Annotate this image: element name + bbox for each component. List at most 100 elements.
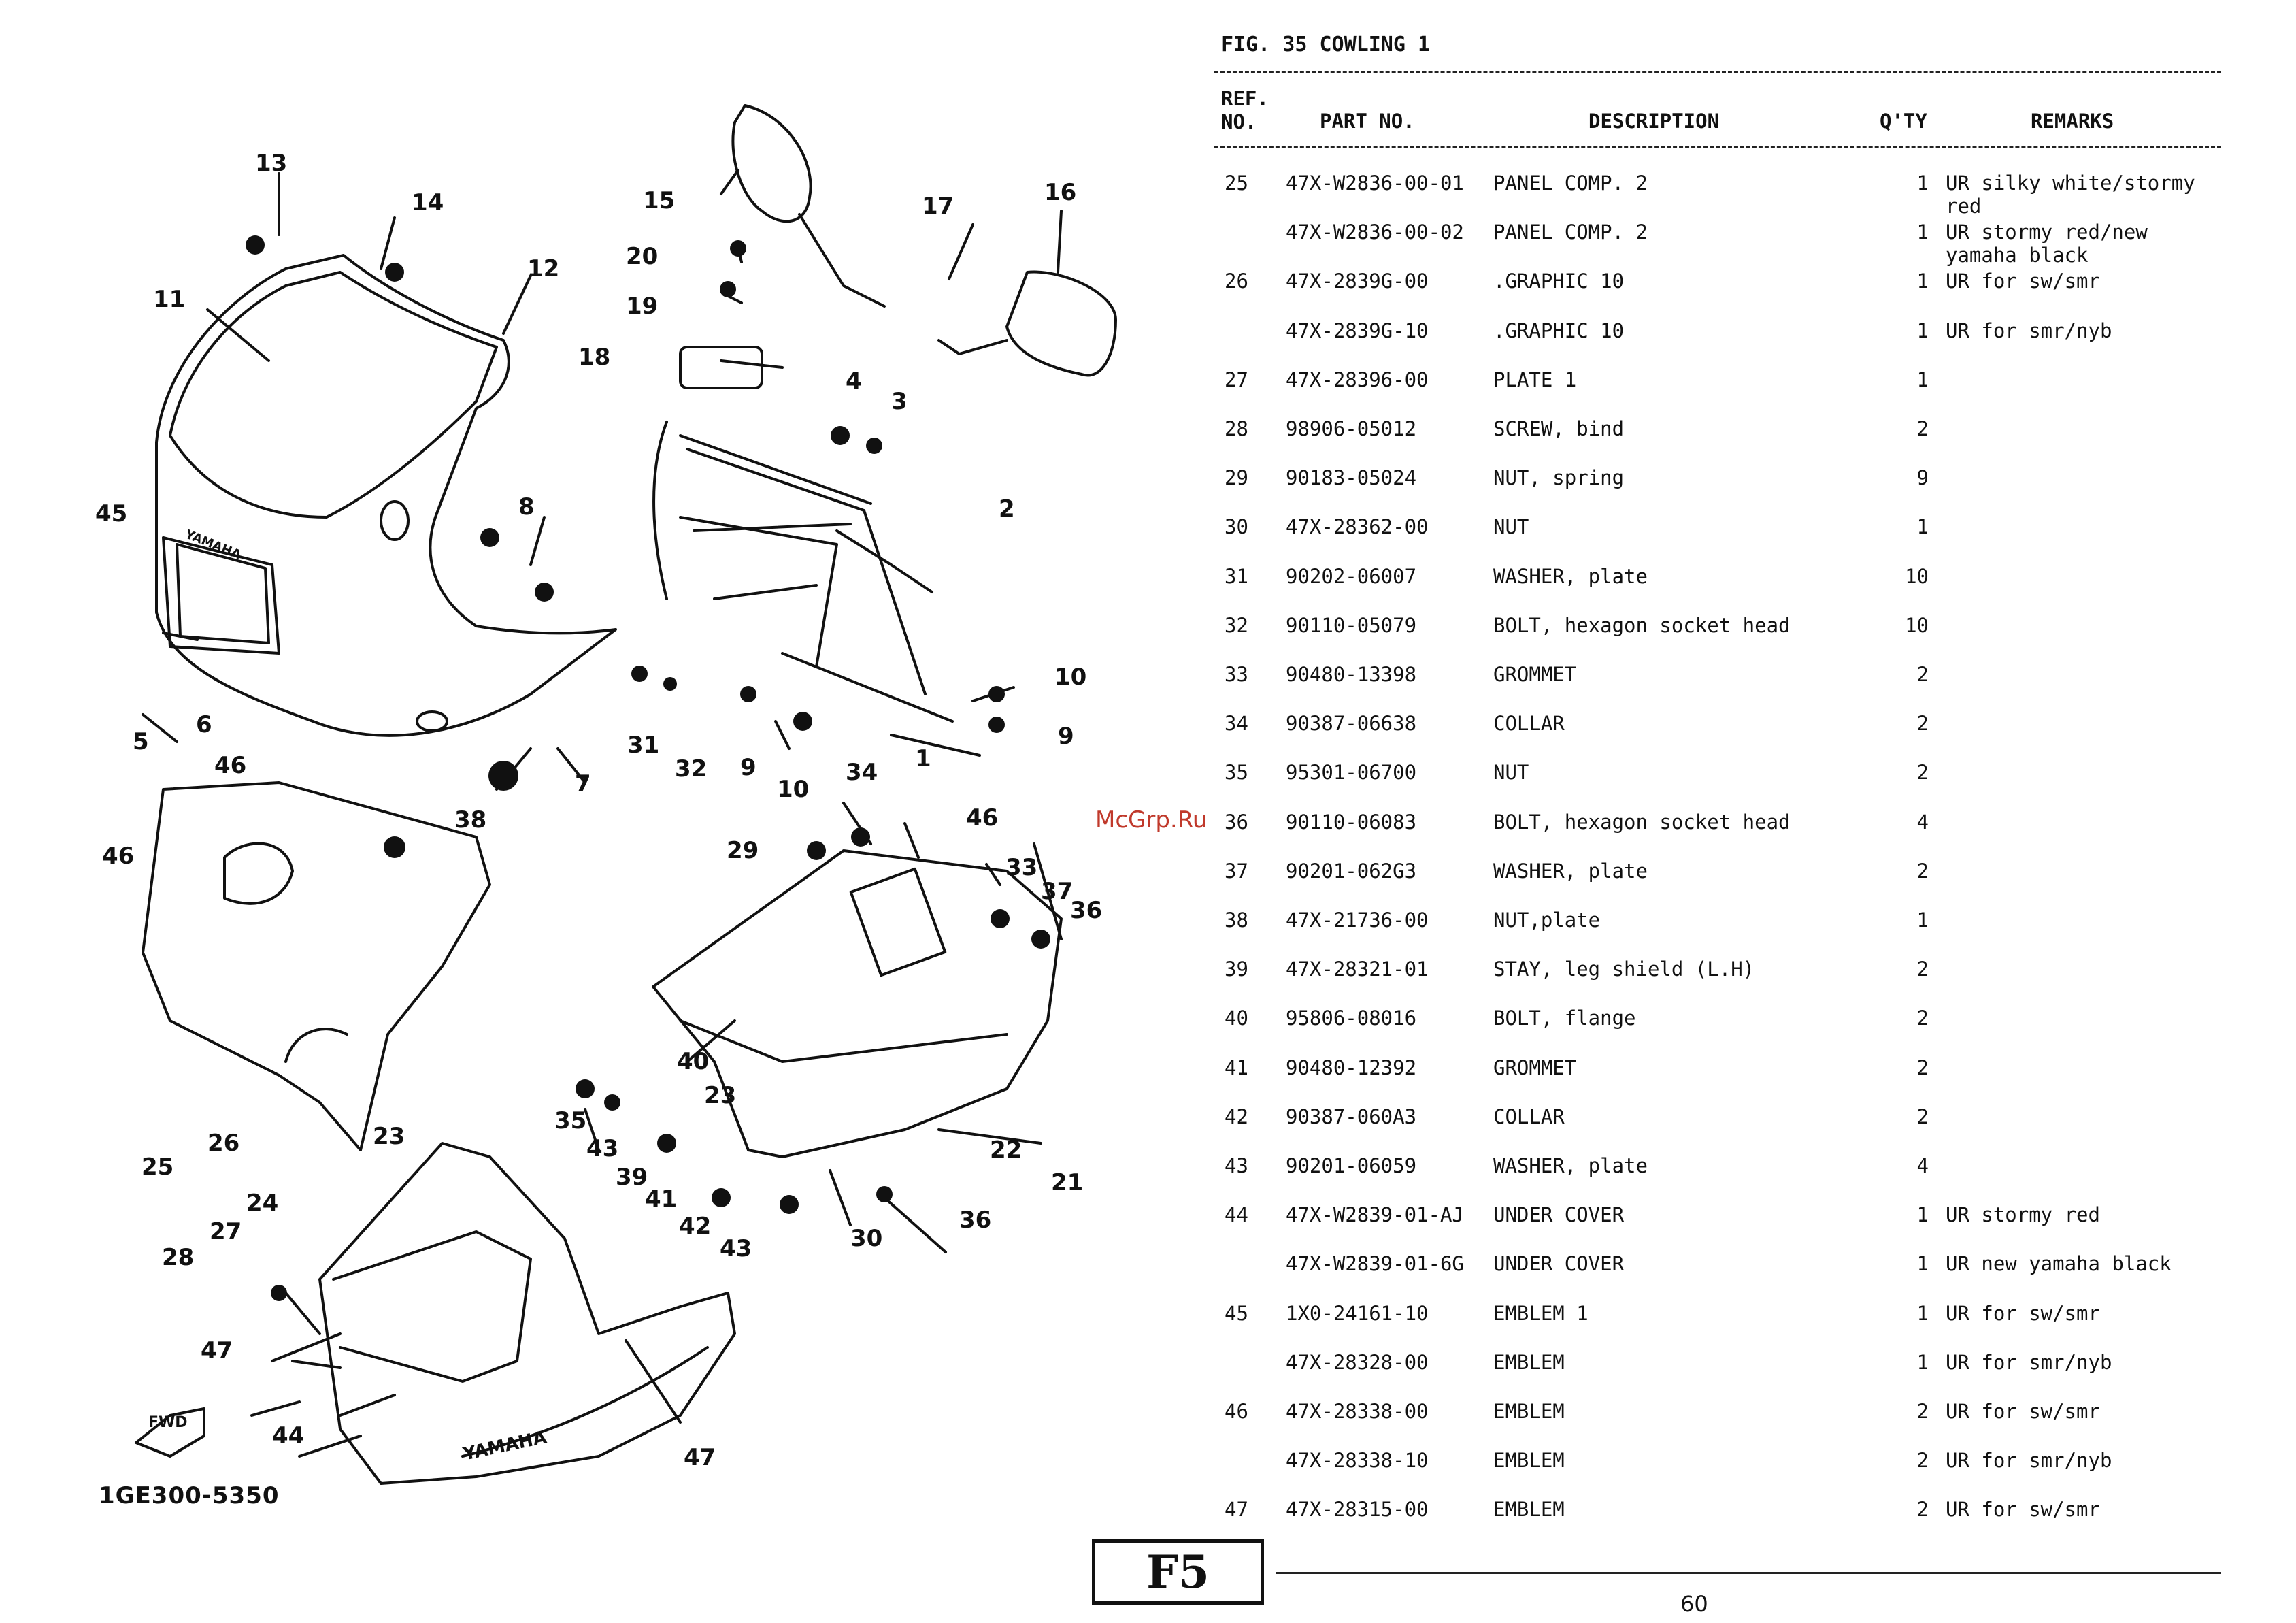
callout-1: 1 (915, 745, 931, 772)
callout-24: 24 (246, 1190, 279, 1217)
page-number: 60 (1680, 1591, 1708, 1617)
cell-description: UNDER COVER (1493, 1203, 1625, 1227)
callout-10b: 10 (777, 776, 810, 803)
callout-11: 11 (153, 286, 186, 313)
headlight (162, 536, 280, 655)
cell-ref-no: 34 (1225, 712, 1248, 736)
cell-description: .GRAPHIC 10 (1493, 318, 1625, 342)
cell-part-no: 95806-08016 (1286, 1006, 1417, 1030)
callout-12: 12 (527, 255, 560, 282)
cell-description: PANEL COMP. 2 (1493, 220, 1648, 244)
cell-qty: 1 (1916, 515, 1929, 539)
cell-remarks: UR for sw/smr (1946, 269, 2100, 293)
cell-ref-no: 27 (1225, 367, 1248, 391)
callout-25: 25 (142, 1153, 174, 1181)
cell-qty: 2 (1916, 712, 1929, 736)
callout-32: 32 (675, 755, 708, 783)
diagram-code: 1GE300-5350 (99, 1482, 280, 1509)
callout-14: 14 (412, 189, 444, 216)
cell-ref-no: 43 (1225, 1154, 1248, 1177)
cell-part-no: 90183-05024 (1286, 466, 1417, 490)
callout-44: 44 (272, 1422, 305, 1449)
cell-part-no: 47X-28321-01 (1286, 957, 1429, 981)
callout-41: 41 (645, 1185, 678, 1213)
cell-part-no: 90110-05079 (1286, 613, 1417, 637)
cell-description: NUT (1493, 515, 1529, 539)
cell-qty: 1 (1916, 908, 1929, 932)
cell-part-no: 47X-28338-10 (1286, 1449, 1429, 1473)
cell-ref-no: 37 (1225, 859, 1248, 883)
callout-37: 37 (1041, 878, 1074, 905)
callout-39: 39 (616, 1164, 648, 1191)
callout-15: 15 (643, 187, 676, 214)
callout-46b: 46 (102, 842, 135, 870)
cell-ref-no: 47 (1225, 1498, 1248, 1522)
cell-description: GROMMET (1493, 1055, 1577, 1079)
header-qty: Q'TY (1880, 110, 1927, 133)
callout-26: 26 (207, 1130, 240, 1157)
cell-part-no: 47X-28338-00 (1286, 1400, 1429, 1423)
cell-remarks: UR for sw/smr (1946, 1498, 2100, 1522)
fwd-arrow (135, 1407, 205, 1458)
cell-ref-no: 28 (1225, 417, 1248, 440)
cell-ref-no: 31 (1225, 564, 1248, 588)
cell-qty: 1 (1916, 220, 1929, 244)
callout-3: 3 (891, 388, 908, 415)
header-rule-top (1214, 71, 2221, 73)
cell-part-no: 95301-06700 (1286, 761, 1417, 785)
callout-33: 33 (1005, 854, 1038, 881)
callout-30: 30 (850, 1225, 883, 1252)
cell-qty: 2 (1916, 859, 1929, 883)
cell-qty: 1 (1916, 1252, 1929, 1276)
cell-qty: 1 (1916, 1203, 1929, 1227)
cell-ref-no: 33 (1225, 663, 1248, 686)
callout-42: 42 (679, 1213, 712, 1240)
callout-22: 22 (990, 1136, 1022, 1164)
cell-part-no: 47X-28328-00 (1286, 1350, 1429, 1374)
cell-description: EMBLEM 1 (1493, 1301, 1588, 1325)
cell-part-no: 47X-W2839-01-6G (1286, 1252, 1464, 1276)
callout-43a: 43 (586, 1135, 619, 1162)
cell-description: NUT,plate (1493, 908, 1601, 932)
header-part-no: PART NO. (1320, 110, 1415, 133)
cell-description: WASHER, plate (1493, 564, 1648, 588)
cell-description: BOLT, hexagon socket head (1493, 613, 1791, 637)
cell-qty: 1 (1916, 367, 1929, 391)
cell-qty: 2 (1916, 663, 1929, 686)
cell-remarks: UR for smr/nyb (1946, 1350, 2112, 1374)
callout-29: 29 (727, 837, 759, 864)
cell-description: EMBLEM (1493, 1350, 1565, 1374)
callout-13: 13 (255, 150, 288, 177)
cell-ref-no: 29 (1225, 466, 1248, 490)
callout-28: 28 (162, 1244, 195, 1271)
callout-47a: 47 (201, 1337, 233, 1364)
cell-qty: 2 (1916, 1449, 1929, 1473)
cell-qty: 1 (1916, 1350, 1929, 1374)
callout-34: 34 (846, 759, 878, 786)
header-remarks: REMARKS (2031, 110, 2114, 133)
cell-description: BOLT, flange (1493, 1006, 1636, 1030)
callout-40: 40 (677, 1048, 710, 1075)
callout-20: 20 (626, 243, 659, 270)
cell-description: NUT, spring (1493, 466, 1625, 490)
cell-qty: 1 (1916, 171, 1929, 195)
callout-8: 8 (518, 493, 535, 521)
cell-part-no: 47X-2839G-00 (1286, 269, 1429, 293)
cell-description: EMBLEM (1493, 1400, 1565, 1423)
callout-10a: 10 (1054, 663, 1087, 691)
cell-description: COLLAR (1493, 712, 1565, 736)
